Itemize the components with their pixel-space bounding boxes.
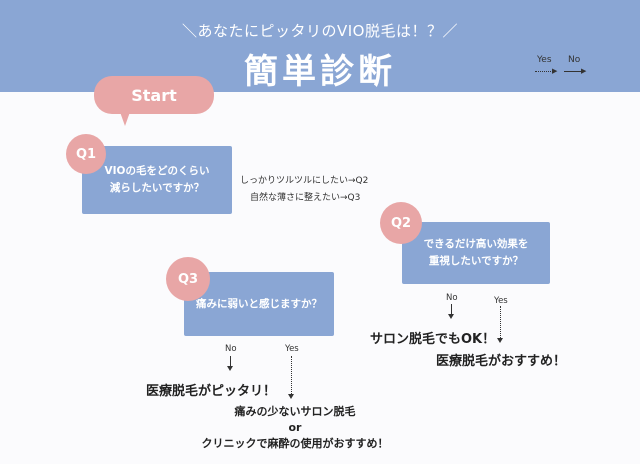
legend-yes-label: Yes <box>537 55 552 65</box>
q3-text: 痛みに弱いと感じますか？ <box>196 297 322 310</box>
page-title: 簡単診断 <box>244 52 396 92</box>
q2-badge: Q2 <box>380 202 422 244</box>
legend-dotted-line <box>535 71 555 72</box>
q1-option1: しっかりツルツルにしたい→Q2 <box>240 176 369 186</box>
q1-text-line1: VIOの毛をどのくらい <box>104 165 210 177</box>
q2-result-no: サロン脱毛でもOK！ <box>370 332 496 347</box>
legend-arrow-icon: ▶ <box>552 67 558 75</box>
q3-label: Q3 <box>177 271 199 287</box>
start-label: Start <box>131 85 177 105</box>
start-bubble: Start <box>94 76 214 114</box>
q1-box: VIOの毛をどのくらい 減らしたいですか？ <box>82 146 232 214</box>
q1-text-line2: 減らしたいですか？ <box>109 182 205 194</box>
legend-solid-line <box>564 71 584 72</box>
q3-no-label: No <box>225 344 237 354</box>
q3-result-yes-line1: 痛みの少ないサロン脱毛 <box>234 405 356 418</box>
q2-yes-line <box>500 306 501 338</box>
q1-option2: 自然な薄さに整えたい→Q3 <box>250 193 361 203</box>
header-subtitle: ＼あなたにピッタリのVIO脱毛は！？／ <box>182 22 458 40</box>
q3-badge: Q3 <box>166 257 210 301</box>
q3-yes-label: Yes <box>285 344 299 354</box>
q2-result-yes: 医療脱毛がおすすめ！ <box>436 354 567 369</box>
q3-no-line <box>230 356 231 366</box>
legend-no-label: No <box>568 55 581 65</box>
q2-no-label: No <box>446 293 458 303</box>
q2-yes-label: Yes <box>494 296 508 306</box>
start-bubble-tail <box>120 112 130 126</box>
q2-yes-arrow <box>497 338 503 343</box>
q2-text-line2: 重視したいですか？ <box>428 255 524 267</box>
q2-no-line <box>451 304 452 314</box>
q1-label: Q1 <box>75 146 97 162</box>
q3-yes-arrow <box>288 394 294 399</box>
q3-yes-line <box>291 356 292 394</box>
q3-no-arrow <box>227 366 233 371</box>
q3-result-yes: 痛みの少ないサロン脱毛 or クリニックで麻酔の使用がおすすめ！ <box>190 404 400 452</box>
q3-result-no: 医療脱毛がピッタリ！ <box>146 384 277 399</box>
q2-label: Q2 <box>390 215 412 231</box>
q1-badge: Q1 <box>66 134 106 174</box>
q2-text-line1: できるだけ高い効果を <box>423 238 529 250</box>
q2-no-arrow <box>448 314 454 319</box>
q3-result-yes-line3: クリニックで麻酔の使用がおすすめ！ <box>201 437 389 450</box>
q3-result-yes-line2: or <box>288 421 302 434</box>
legend-arrow-icon: ▶ <box>581 67 587 75</box>
q2-box: できるだけ高い効果を 重視したいですか？ <box>402 222 550 284</box>
